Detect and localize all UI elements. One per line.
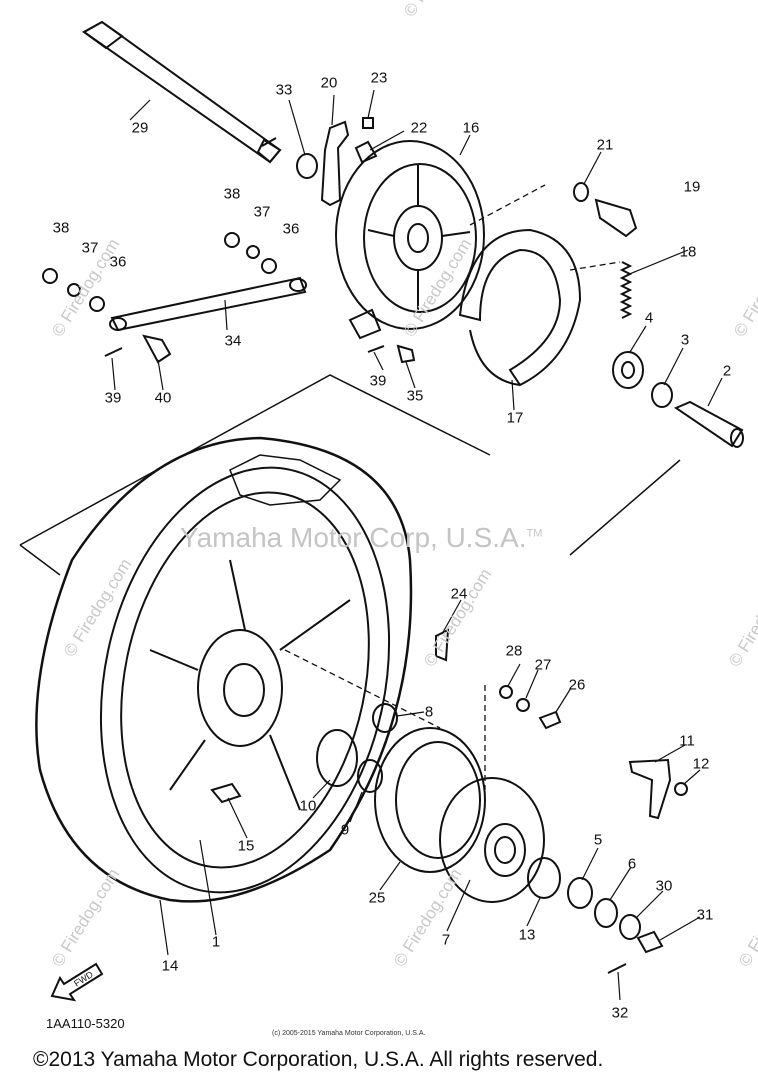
- part-callout-27: 27: [534, 656, 552, 674]
- part-callout-20: 20: [320, 74, 338, 92]
- part-callout-25: 25: [368, 889, 386, 907]
- part-callout-30: 30: [655, 877, 673, 895]
- part-callout-34: 34: [224, 332, 242, 350]
- part-callout-36: 36: [109, 253, 127, 271]
- bracket-part: [435, 628, 450, 662]
- part-callout-4: 4: [644, 309, 654, 327]
- part-callout-38: 38: [223, 185, 241, 203]
- part-callout-37: 37: [81, 239, 99, 257]
- part-callout-39: 39: [104, 389, 122, 407]
- part-callout-13: 13: [518, 926, 536, 944]
- cam-arm-part: [320, 120, 350, 207]
- forward-arrow-icon: FWD: [48, 958, 108, 1009]
- brake-panel-part: [335, 140, 485, 340]
- washer-part: [67, 283, 81, 297]
- part-callout-21: 21: [596, 136, 614, 154]
- part-callout-17: 17: [506, 409, 524, 427]
- part-callout-11: 11: [679, 732, 695, 750]
- cotter-pin-part: [104, 347, 123, 357]
- part-callout-40: 40: [154, 389, 172, 407]
- part-callout-10: 10: [299, 797, 317, 815]
- wheel-assembly-part: [35, 436, 413, 903]
- washer-part: [296, 153, 318, 179]
- part-callout-1: 1: [211, 933, 221, 951]
- footer-copyright: ©2013 Yamaha Motor Corporation, U.S.A. A…: [33, 1048, 604, 1071]
- washer-part: [573, 182, 589, 202]
- nut-part: [674, 782, 688, 796]
- axle-part: [82, 20, 282, 164]
- part-callout-9: 9: [340, 821, 350, 839]
- part-callout-35: 35: [406, 387, 424, 405]
- washer-part: [246, 245, 260, 259]
- circlip-part: [527, 857, 561, 899]
- nut-part: [499, 685, 513, 699]
- brake-shoes-part: [458, 228, 582, 387]
- part-callout-7: 7: [441, 931, 451, 949]
- collar-part: [673, 400, 744, 448]
- collar-part: [372, 703, 398, 733]
- part-callout-3: 3: [680, 331, 690, 349]
- washer-part: [516, 698, 530, 712]
- nut-part: [42, 268, 58, 284]
- lock-washer-part: [628, 758, 672, 820]
- part-callout-36: 36: [282, 220, 300, 238]
- part-callout-18: 18: [679, 243, 697, 261]
- part-callout-37: 37: [253, 203, 271, 221]
- washer-part: [261, 258, 277, 274]
- part-callout-26: 26: [568, 676, 586, 694]
- washer-part: [619, 914, 641, 940]
- torque-rod-part: [110, 276, 307, 332]
- o-ring-part: [357, 759, 383, 793]
- part-callout-6: 6: [627, 855, 637, 873]
- hub-clutch-part: [374, 727, 486, 873]
- indicator-part: [354, 140, 378, 164]
- o-ring-part: [316, 729, 358, 787]
- part-callout-31: 31: [696, 906, 714, 924]
- part-callout-14: 14: [161, 957, 179, 975]
- bearing-part: [567, 877, 593, 909]
- bolt-part: [362, 117, 374, 129]
- bearing-part: [612, 351, 644, 389]
- oil-seal-part: [651, 382, 673, 408]
- part-callout-29: 29: [131, 119, 149, 137]
- bolt-part: [142, 334, 172, 364]
- part-callout-38: 38: [52, 219, 70, 237]
- axle-nut-part: [636, 930, 664, 954]
- cotter-pin-part: [367, 345, 385, 353]
- oil-seal-part: [594, 898, 618, 928]
- bolt-part: [538, 710, 562, 730]
- part-callout-2: 2: [722, 362, 732, 380]
- part-callout-24: 24: [450, 585, 468, 603]
- nut-part: [224, 232, 240, 248]
- cotter-pin-part: [607, 963, 627, 974]
- part-callout-28: 28: [505, 642, 523, 660]
- part-callout-5: 5: [593, 831, 603, 849]
- part-callout-12: 12: [692, 755, 710, 773]
- spring-part: [619, 261, 633, 319]
- small-copyright: (c) 2005-2015 Yamaha Motor Corporation, …: [272, 1030, 426, 1037]
- part-callout-19: 19: [683, 178, 701, 196]
- part-callout-39: 39: [369, 372, 387, 390]
- part-callout-32: 32: [611, 1004, 629, 1022]
- washer-part: [89, 296, 105, 312]
- part-callout-23: 23: [370, 69, 388, 87]
- valve-part: [210, 782, 242, 804]
- diagram-code: 1AA110-5320: [46, 1016, 125, 1031]
- sprocket-part: [439, 777, 545, 903]
- cam-shaft-part: [594, 198, 638, 238]
- main-watermark: Yamaha Motor Corp, U.S.A.TM: [180, 522, 543, 553]
- bolt-part: [396, 344, 416, 364]
- part-callout-15: 15: [237, 837, 255, 855]
- part-callout-33: 33: [275, 81, 293, 99]
- part-callout-22: 22: [410, 119, 428, 137]
- part-callout-8: 8: [424, 703, 434, 721]
- part-callout-16: 16: [462, 119, 480, 137]
